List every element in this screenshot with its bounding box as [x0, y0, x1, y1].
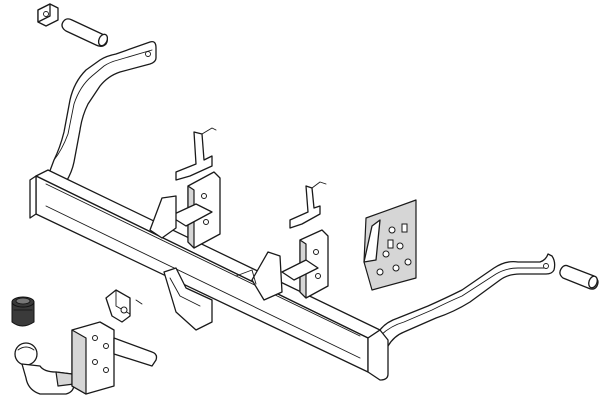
- top-left-spacer-plate: [37, 3, 59, 27]
- top-left-spacer-tube: [61, 18, 109, 47]
- small-clamp-bracket: [105, 289, 143, 323]
- mounting-bracket-right: [235, 181, 329, 301]
- tow-ball: [14, 342, 75, 395]
- main-crossbar: [29, 169, 389, 381]
- socket-plate: [71, 321, 158, 395]
- right-side-arm: [369, 253, 556, 347]
- right-spacer-tube: [559, 264, 599, 290]
- mounting-bracket-left: [149, 127, 221, 331]
- electrical-socket: [11, 296, 35, 327]
- left-side-arm: [47, 40, 157, 183]
- fitting-kit-bolts-pack: [363, 199, 417, 291]
